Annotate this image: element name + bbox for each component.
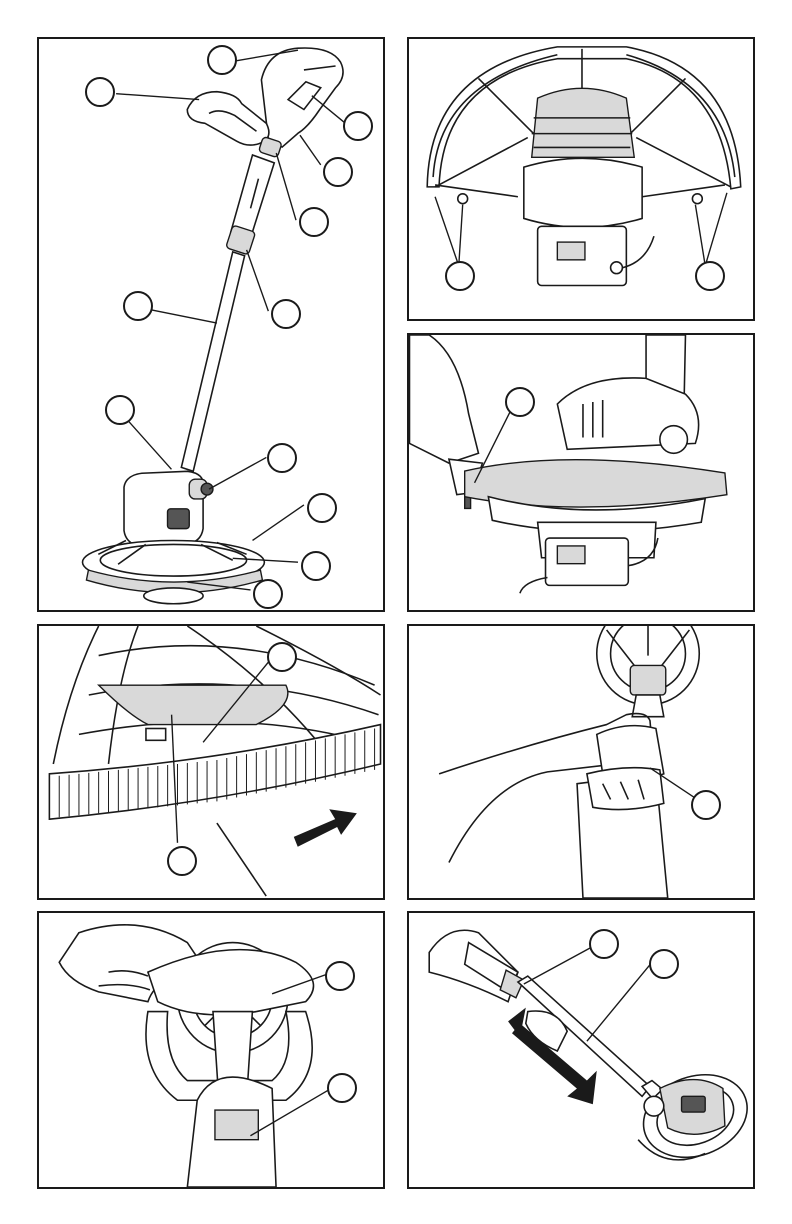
arrow-icon [294,809,357,846]
figure-trimmer-overview [37,37,385,612]
figure-collar-grip [407,624,755,900]
callout [649,949,679,979]
callout [327,1073,357,1103]
secondary-handle-illustration [39,913,383,1187]
callout [695,261,725,291]
callout [505,387,535,417]
guard-closeup-illustration [39,626,383,898]
callout [85,77,115,107]
callout [691,790,721,820]
callout [445,261,475,291]
callout [299,207,329,237]
figure-telescoping-shaft [407,911,755,1189]
figure-secondary-handle [37,911,385,1189]
callout [207,45,237,75]
telescoping-shaft-illustration [409,913,753,1187]
figure-guard-underside [407,37,755,321]
collar-grip-illustration [409,626,753,898]
callout [123,291,153,321]
guard-screw-illustration [409,335,753,610]
callout [307,493,337,523]
callout [267,443,297,473]
callout [325,961,355,991]
callout [323,157,353,187]
callout [167,846,197,876]
figure-guard-screw [407,333,755,612]
trimmer-overview-illustration [39,39,383,610]
figure-guard-closeup [37,624,385,900]
callout [301,551,331,581]
callout [589,929,619,959]
callout [267,642,297,672]
callout [343,111,373,141]
callout [271,299,301,329]
callout [105,395,135,425]
callout [253,579,283,609]
